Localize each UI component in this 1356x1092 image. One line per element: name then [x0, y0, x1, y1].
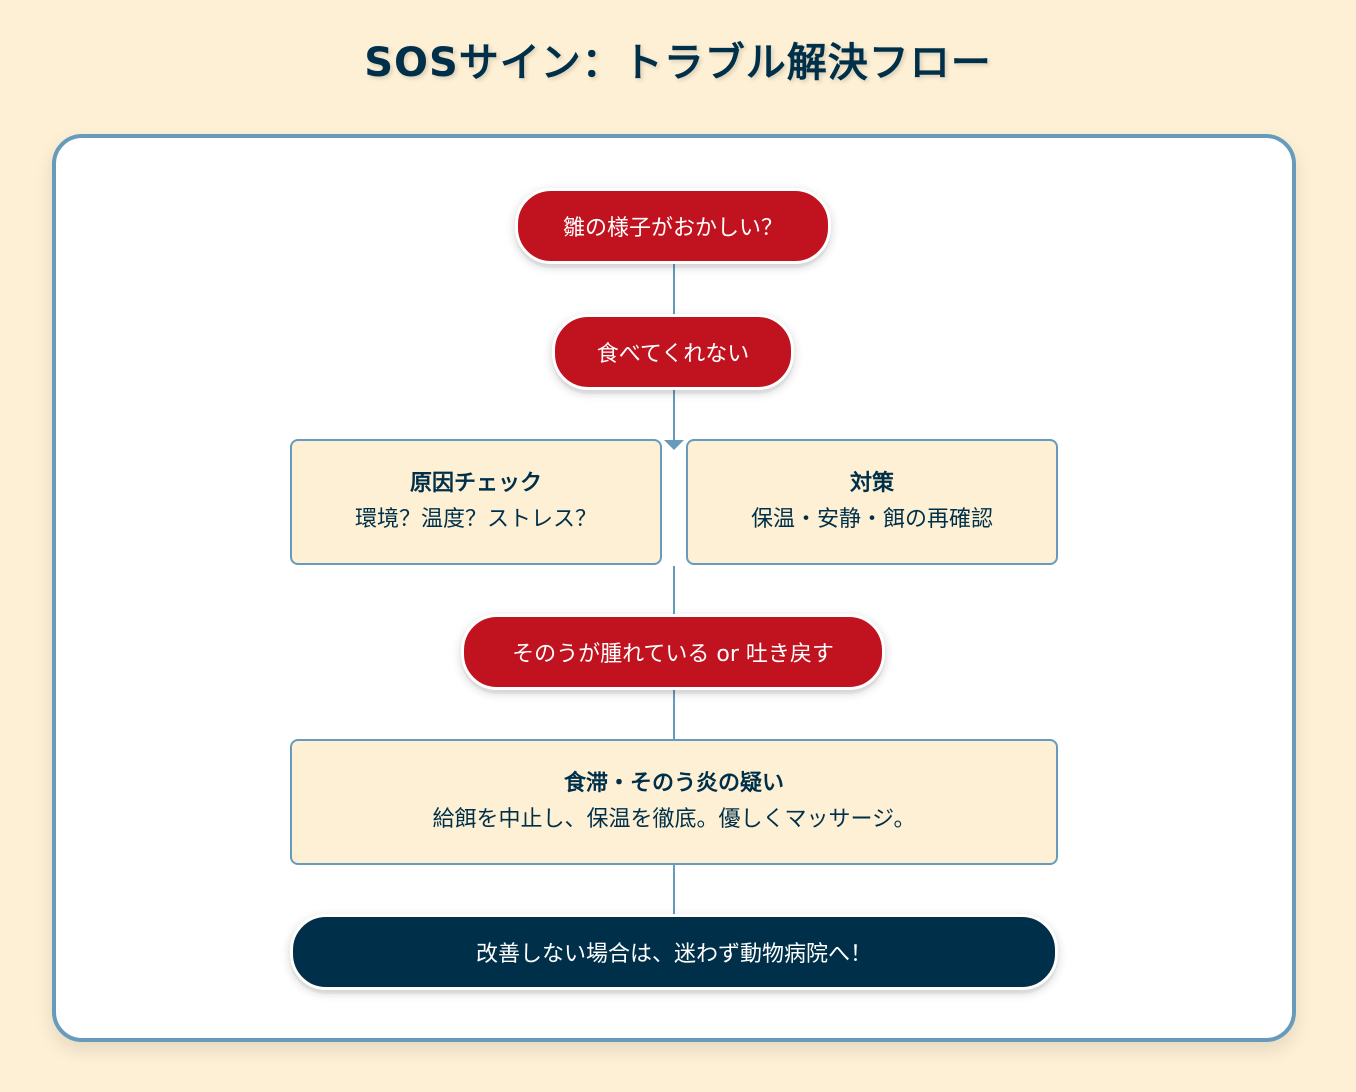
node-crop-diagnosis: 食滞・そのう炎の疑い 給餌を中止し、保温を徹底。優しくマッサージ。: [290, 739, 1058, 865]
page-title: SOSサイン：トラブル解決フロー: [364, 40, 992, 86]
node-final-label: 改善しない場合は、迷わず動物病院へ！: [475, 942, 872, 967]
arrowhead-checks: [664, 440, 684, 450]
cause-check-body: 環境？温度？ストレス？: [354, 507, 597, 532]
cause-check-title: 原因チェック: [409, 471, 542, 496]
node-crop-issue-label: そのうが腫れている or 吐き戻す: [512, 642, 834, 667]
connector-diagnosis-to-final: [673, 864, 675, 914]
connector-checks-to-crop: [673, 566, 675, 614]
connector-not-eating-to-checks: [673, 388, 675, 440]
connector-crop-to-diagnosis: [673, 688, 675, 740]
node-final: 改善しない場合は、迷わず動物病院へ！: [290, 914, 1058, 990]
node-cause-check: 原因チェック 環境？温度？ストレス？: [290, 439, 662, 565]
countermeasure-body: 保温・安静・餌の再確認: [750, 507, 993, 532]
node-crop-issue: そのうが腫れている or 吐き戻す: [461, 614, 885, 690]
crop-diagnosis-title: 食滞・そのう炎の疑い: [563, 771, 784, 796]
node-not-eating-label: 食べてくれない: [596, 342, 750, 367]
crop-diagnosis-body: 給餌を中止し、保温を徹底。優しくマッサージ。: [432, 807, 916, 832]
connector-start-to-not-eating: [673, 262, 675, 316]
countermeasure-title: 対策: [849, 471, 894, 496]
node-countermeasure: 対策 保温・安静・餌の再確認: [686, 439, 1058, 565]
node-start: 雛の様子がおかしい？: [515, 188, 831, 264]
node-start-label: 雛の様子がおかしい？: [562, 216, 783, 241]
node-not-eating: 食べてくれない: [552, 314, 794, 390]
